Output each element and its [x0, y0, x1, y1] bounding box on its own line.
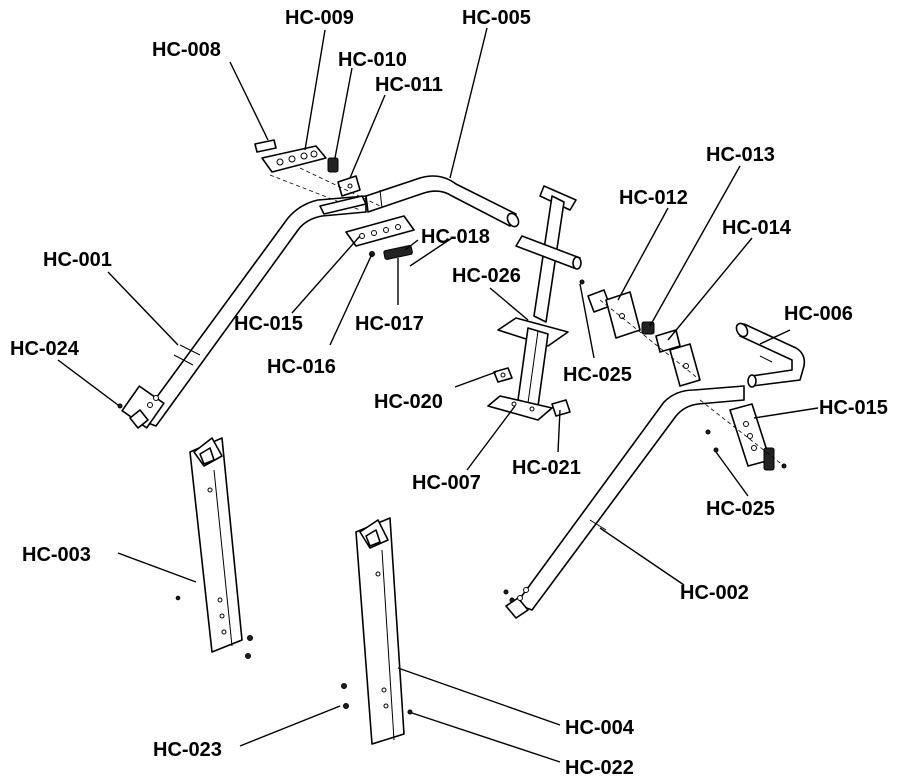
label-hc008: HC-008: [152, 39, 221, 61]
label-hc013: HC-013: [706, 144, 775, 166]
label-hc015-lower: HC-015: [819, 397, 888, 419]
part-hc011-clip: [337, 175, 361, 197]
part-hc009-plate: [261, 145, 327, 173]
part-hc001-left-frame: [121, 195, 367, 429]
part-hc003-left-upright: [175, 437, 253, 659]
label-hc003: HC-003: [22, 544, 91, 566]
label-hc025-lower: HC-025: [706, 498, 775, 520]
part-hc010-spring: [327, 157, 339, 173]
part-hc008-pad: [254, 139, 277, 153]
part-hc002-right-frame: [505, 385, 745, 619]
label-hc022: HC-022: [565, 757, 634, 779]
part-bolt-2: [509, 597, 515, 603]
part-hc021-knob: [551, 399, 571, 417]
label-hc007: HC-007: [412, 472, 481, 494]
label-hc017: HC-017: [355, 313, 424, 335]
label-hc021: HC-021: [512, 457, 581, 479]
label-hc002: HC-002: [680, 582, 749, 604]
label-hc006: HC-006: [784, 303, 853, 325]
part-hc013-spring: [641, 321, 655, 335]
label-hc004: HC-004: [565, 717, 635, 739]
label-hc016: HC-016: [267, 356, 336, 378]
part-hc014-clip: [655, 329, 681, 353]
part-hc012-bracket: [587, 289, 641, 339]
label-hc014: HC-014: [722, 217, 792, 239]
part-hc014-block: [669, 343, 701, 387]
label-hc026: HC-026: [452, 265, 521, 287]
label-hc023: HC-023: [153, 739, 222, 761]
part-hc015-bracket-right: [729, 403, 787, 471]
label-hc012: HC-012: [619, 187, 688, 209]
label-hc025-upper: HC-025: [563, 364, 632, 386]
label-hc011: HC-011: [375, 74, 443, 96]
label-hc024: HC-024: [10, 338, 80, 360]
part-hc020-knob: [493, 367, 513, 383]
label-hc010: HC-010: [338, 49, 407, 71]
label-hc018: HC-018: [421, 226, 490, 248]
part-hc015-bracket-left: [345, 215, 415, 247]
part-hc024-bolt: [117, 403, 123, 409]
label-hc015-upper: HC-015: [234, 313, 303, 335]
part-hc007-base-plate: [487, 395, 553, 421]
part-hc005-top-bar: [365, 175, 520, 228]
leader-lines: [57, 27, 819, 763]
label-hc001: HC-001: [43, 249, 112, 271]
label-hc005: HC-005: [462, 7, 531, 29]
part-hc004-right-upright: [341, 517, 413, 745]
label-hc020: HC-020: [374, 391, 443, 413]
part-hc006-right-handle: [735, 322, 806, 388]
part-bolt: [503, 589, 509, 595]
label-hc009: HC-009: [285, 7, 354, 29]
part-hc025-bolt: [579, 279, 585, 285]
